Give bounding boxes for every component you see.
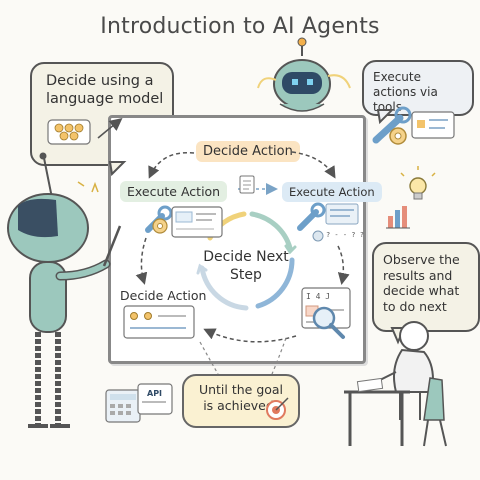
center-decide-next-step: Decide Next Step (203, 249, 289, 284)
person-icon (375, 321, 434, 420)
bubble-goal: Until the goal is achieved! (182, 374, 300, 428)
target-icon (266, 397, 289, 420)
label-top-decide-action: Decide Action (196, 141, 300, 162)
magnifier-icon (312, 306, 345, 339)
desk-icon (344, 377, 410, 446)
panel-icon (325, 203, 359, 225)
gear-icon (152, 218, 168, 234)
label-left-execute-action: Execute Action (120, 181, 228, 202)
chair-icon (423, 377, 447, 447)
bar-chart-icon (386, 206, 410, 229)
wrench-icon-top (372, 106, 412, 144)
bubble-observe-text: Observe the results and decide what to d… (383, 252, 460, 314)
bubble-observe: Observe the results and decide what to d… (372, 242, 480, 332)
panel-icon-top (411, 111, 455, 139)
bubble-decide-model-text: Decide using a language model (46, 73, 164, 108)
lightbulb-icon (400, 166, 436, 200)
calculator-icon (105, 389, 141, 423)
bubble-goal-text: Until the goal is achieved! (198, 382, 284, 413)
document-icon (239, 175, 255, 194)
robot-icon (7, 152, 122, 428)
bubble-tail-left (108, 161, 127, 177)
api-window-icon (137, 383, 173, 415)
doc-text: ? - - ? ? (326, 231, 364, 239)
bubble-execute-tools: Execute actions via tools (362, 60, 474, 116)
api-label: API (147, 389, 162, 398)
monitor-icon (171, 206, 223, 238)
sparkle-icon (77, 181, 99, 193)
gear-icon-top (389, 127, 407, 145)
bubble-tail-rtop (376, 109, 395, 125)
controls-panel-icon (123, 305, 195, 339)
hex-grid-icon (47, 118, 123, 145)
gear-icon-small (312, 230, 324, 242)
page-title: Introduction to AI Agents (100, 14, 380, 39)
wrench-icon-right (297, 202, 326, 231)
code-text: I 4 J (306, 292, 330, 301)
label-right-execute-action: Execute Action (282, 182, 382, 202)
robot-head-icon (257, 37, 351, 112)
label-bottom-decide-action: Decide Action (120, 288, 207, 303)
bubble-execute-tools-text: Execute actions via tools (373, 70, 438, 114)
